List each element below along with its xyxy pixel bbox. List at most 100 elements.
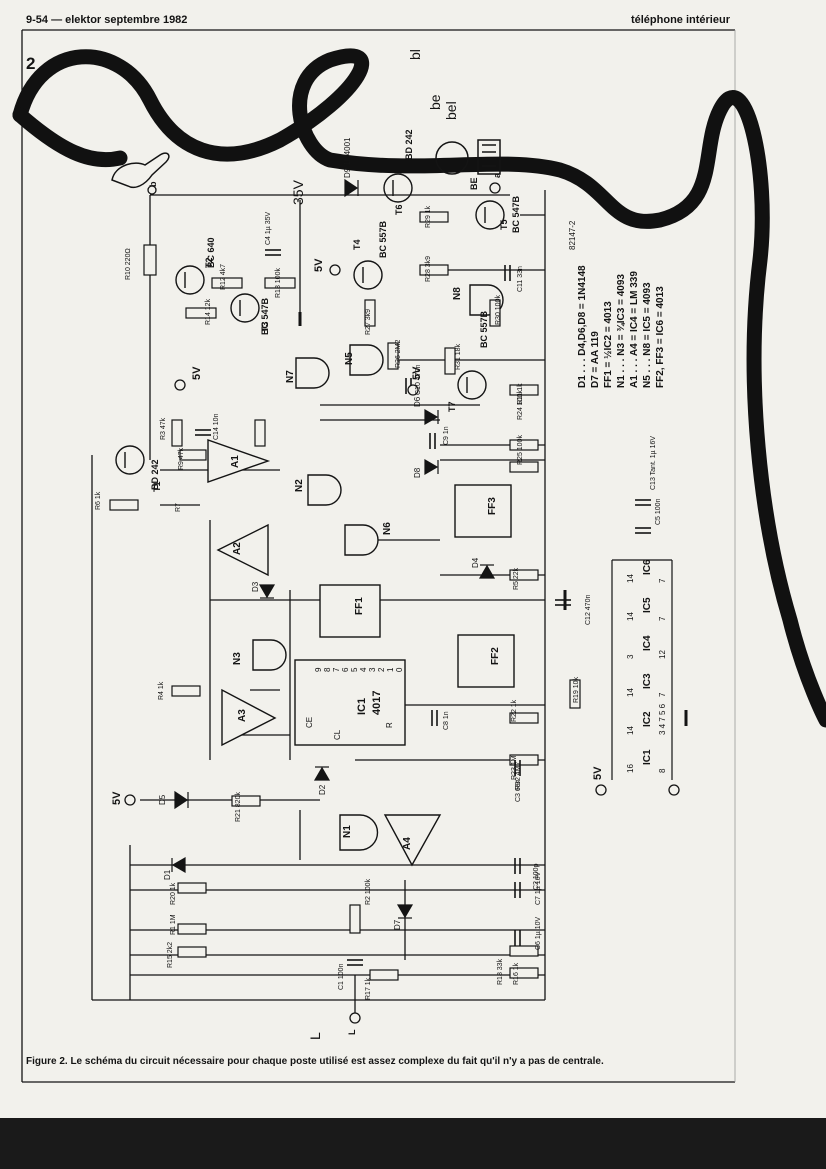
flipflop-label: FF2 — [490, 647, 501, 665]
capacitor-label: C9 1n — [443, 426, 450, 445]
gate-label: N8 — [452, 287, 463, 300]
opamp-label: A2 — [232, 542, 243, 555]
resistor-label: R11 1k — [517, 383, 524, 405]
ic-vdd-pin: 14 — [626, 688, 635, 697]
ic-output-label: 0 — [395, 667, 404, 672]
handwritten-note: L — [307, 1032, 323, 1040]
resistor-label: R17 1k — [365, 977, 372, 1000]
transistor-label: T3 — [260, 321, 270, 332]
gate-label: N1 — [342, 825, 353, 838]
terminal-label: b — [148, 181, 158, 187]
gate-label: N7 — [285, 370, 296, 383]
flipflop-label: FF1 — [354, 597, 365, 615]
buzzer-icon — [435, 139, 501, 175]
legend-line: FF2, FF3 = IC6 = 4013 — [655, 286, 666, 388]
resistor-label: R12 4k7 — [220, 264, 227, 290]
ic-output-label: 7 — [332, 667, 341, 672]
resistor-label: R13 100k — [275, 268, 282, 298]
ic-output-label: 3 — [368, 667, 377, 672]
ic-type: 4017 — [371, 691, 383, 715]
capacitor-label: C11 33n — [517, 266, 524, 292]
diode-label: D9 1N4001 — [343, 137, 352, 178]
opamp-label: A3 — [237, 709, 248, 722]
ic-power-name: IC1 — [642, 749, 653, 765]
ic-vdd-pin: 3 — [626, 654, 635, 659]
header-left: 9-54 — elektor septembre 1982 — [26, 14, 188, 26]
ic-gnd-pin: 7 — [658, 692, 667, 697]
resistor-label: R19 10k — [573, 676, 580, 703]
ic-gnd-pin: 3 4 7 5 6 — [658, 703, 667, 735]
header-right: téléphone intérieur — [630, 14, 730, 26]
resistor-label: R23 1M — [511, 755, 518, 780]
diode-label: D1 — [163, 869, 172, 880]
transistor-label: BC 547B — [511, 195, 521, 233]
ic-clk-label: CL — [333, 729, 342, 740]
resistor-label: R21 820k — [235, 792, 242, 822]
legend-line: N1 . . . N3 = ¾IC3 = 4093 — [616, 274, 627, 388]
decorative-cable — [12, 48, 826, 728]
ic-output-label: 5 — [350, 667, 359, 672]
resistor-label: R16 1k — [513, 962, 520, 985]
capacitor-label: C4 1µ 35V — [265, 211, 272, 245]
ic-vdd-pin: 16 — [626, 764, 635, 773]
ic-name: IC1 — [356, 698, 368, 715]
diode-label: D3 — [251, 581, 260, 592]
capacitor-label: C10 470n — [415, 365, 422, 395]
legend-line: A1 . . . A4 = IC4 = LM 339 — [629, 271, 640, 388]
resistor-label: R9 47k — [178, 447, 185, 470]
ic-power-name: IC5 — [642, 597, 653, 613]
ic-ce-label: CE — [305, 717, 314, 728]
gate-label: N5 — [344, 352, 355, 365]
resistor-label: R20 1k — [170, 882, 177, 905]
ic-vdd-pin: 14 — [626, 574, 635, 583]
resistor-label: R29 1k — [425, 205, 432, 228]
handwritten-note: be — [427, 94, 443, 110]
gate-label: N2 — [294, 479, 305, 492]
supply-label: 5V — [592, 766, 604, 780]
resistor-label: R10 220Ω — [125, 248, 132, 280]
ic-power-name: IC6 — [642, 559, 653, 575]
transistor-label: BC 640 — [206, 237, 216, 268]
ic-gnd-pin: 7 — [658, 578, 667, 583]
transistor-label: T4 — [352, 239, 362, 250]
capacitor-label: C7 1µ 16V — [535, 871, 542, 905]
gate-label: N6 — [382, 522, 393, 535]
handwritten-note: bl — [407, 49, 423, 60]
resistor-label: R6 1k — [95, 491, 102, 510]
ic-output-label: 9 — [314, 667, 323, 672]
legend-line: N5 . . . N8 = IC5 = 4093 — [642, 282, 653, 388]
supply-label: 5V — [191, 366, 203, 380]
figure-caption: Figure 2. Le schéma du circuit nécessair… — [26, 1056, 604, 1067]
capacitor-label: C14 10n — [213, 413, 220, 440]
resistor-label: R32 4M7 — [515, 761, 522, 790]
ic-gnd-pin: 12 — [658, 650, 667, 659]
ic-vdd-pin: 14 — [626, 726, 635, 735]
terminal-label: a — [492, 172, 502, 178]
capacitor-label: C5 100n — [655, 498, 662, 525]
gate-label: N3 — [232, 652, 243, 665]
resistor-label: R27 3k9 — [365, 309, 372, 335]
ic-output-label: 6 — [341, 667, 350, 672]
diode-label: D5 — [158, 794, 167, 805]
figure-number: 2 — [26, 54, 36, 73]
capacitor-label: C1 100n — [338, 963, 345, 990]
ic-output-label: 4 — [359, 667, 368, 672]
terminal-label: BE — [469, 177, 479, 190]
ic-output-label: 1 — [386, 667, 395, 672]
resistor-label: R28 3k9 — [425, 256, 432, 282]
diode-label: D6 — [413, 396, 422, 407]
legend-line: FF1 = ½IC2 = 4013 — [603, 301, 614, 388]
opamp-label: A4 — [402, 837, 413, 850]
resistor-label: R22 1k — [511, 699, 518, 722]
supply-label: 5V — [313, 258, 325, 272]
scan-edge-strip — [0, 1118, 826, 1169]
terminal-label: L — [347, 1029, 357, 1035]
resistor-label: R14 12k — [205, 298, 212, 325]
transistor-label: BC 557B — [378, 220, 388, 258]
capacitor-label: C8 1n — [443, 711, 450, 730]
ic-power-name: IC3 — [642, 673, 653, 689]
opamp-label: A1 — [230, 455, 241, 468]
resistor-label: R7 — [175, 503, 182, 512]
